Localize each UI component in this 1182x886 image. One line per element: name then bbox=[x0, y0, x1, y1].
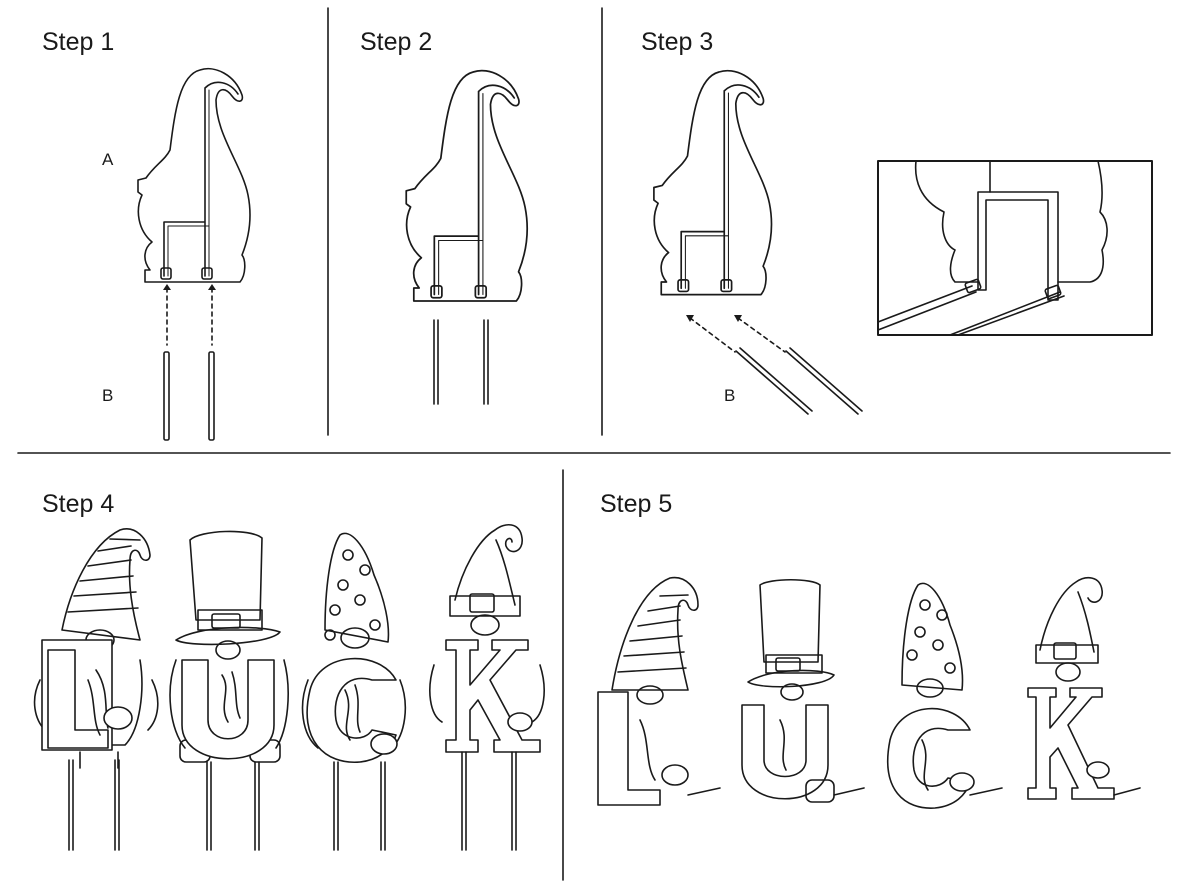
panel-dividers bbox=[17, 7, 1171, 881]
letter-l: L bbox=[0, 0, 1, 1]
step3-part-label-b: B bbox=[724, 386, 736, 405]
step3-gnome-illustration bbox=[653, 69, 773, 296]
step3-angled-stakes bbox=[686, 315, 863, 415]
step3-detail-inset bbox=[877, 160, 1153, 336]
step4-gnome-C bbox=[301, 532, 407, 851]
step5-title: Step 5 bbox=[600, 490, 673, 518]
step4-gnome-K bbox=[429, 523, 545, 851]
step5-gnome-U bbox=[741, 579, 865, 803]
step5-gnome-K bbox=[1027, 576, 1141, 800]
step1-gnome-illustration bbox=[137, 67, 251, 283]
step3-title: Step 3 bbox=[641, 28, 714, 56]
step1-stakes-with-arrows bbox=[162, 283, 217, 441]
step2-gnome-illustration bbox=[405, 69, 529, 302]
step5-gnome-C bbox=[887, 582, 1003, 809]
step1-title: Step 1 bbox=[42, 28, 115, 56]
step4-title: Step 4 bbox=[42, 490, 115, 518]
part-label-a: A bbox=[102, 150, 114, 169]
step2-title: Step 2 bbox=[360, 28, 433, 56]
step2-inserted-stakes bbox=[433, 319, 489, 405]
step4-gnome-U bbox=[169, 530, 289, 851]
step5-gnome-L bbox=[597, 576, 721, 806]
part-label-b: B bbox=[102, 386, 114, 405]
step4-gnome-L bbox=[33, 528, 159, 851]
